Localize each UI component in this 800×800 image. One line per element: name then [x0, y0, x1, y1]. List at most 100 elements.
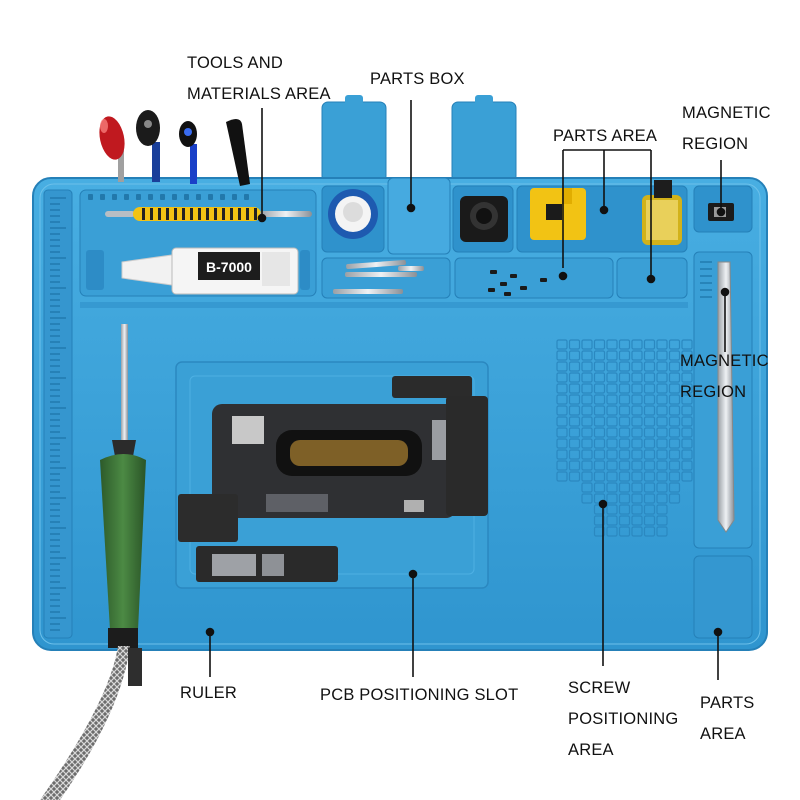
screw-cell — [568, 438, 581, 449]
screw-cell — [568, 383, 581, 394]
screw-cell — [606, 482, 618, 493]
screw-cell — [618, 504, 631, 515]
screw-cell — [631, 460, 643, 471]
screw-cell — [668, 350, 681, 361]
screw — [500, 282, 507, 286]
screw-cell — [568, 416, 581, 427]
screw-cell — [593, 372, 606, 383]
screw-cell — [643, 405, 656, 416]
screw-cell — [556, 405, 568, 416]
screw-cell — [593, 449, 606, 460]
screw-cell — [681, 471, 693, 482]
screw-cell — [556, 361, 568, 372]
tool-hole — [172, 194, 177, 200]
screw-cell — [593, 361, 606, 372]
tool-hole — [136, 194, 141, 200]
screw-cell — [668, 383, 681, 394]
screw-cell — [593, 482, 606, 493]
screw-cell — [581, 460, 593, 471]
screw-cell — [681, 361, 693, 372]
screw-cell — [631, 405, 643, 416]
screw-cell — [668, 471, 681, 482]
screw-cell — [631, 493, 643, 504]
screw-cell — [618, 383, 631, 394]
screw-cell — [631, 372, 643, 383]
screw-cell — [606, 372, 618, 383]
parts-box-flaps — [321, 95, 517, 183]
screw-cell — [681, 427, 693, 438]
spudger-stripe — [174, 208, 177, 220]
spudger-stripe — [246, 208, 249, 220]
small-screws — [488, 270, 547, 296]
label-line: PARTS AREA — [553, 127, 658, 145]
screw-cell — [568, 405, 581, 416]
screw-cell — [631, 449, 643, 460]
spudger-stripe — [206, 208, 209, 220]
screw-cell — [681, 416, 693, 427]
screw-cell — [656, 460, 668, 471]
screw-cell — [656, 449, 668, 460]
screw-cell — [606, 361, 618, 372]
screw-cell — [631, 339, 643, 350]
tool-hole — [112, 194, 117, 200]
spudger-stripe — [214, 208, 217, 220]
label-pcb-positioning-slot: PCB POSITIONING SLOT — [320, 680, 518, 711]
label-line: REGION — [682, 135, 749, 153]
tool-hole — [88, 194, 93, 200]
screw-cell — [593, 427, 606, 438]
screw-cell — [643, 515, 656, 526]
tool-hole — [220, 194, 225, 200]
screw-cell — [581, 449, 593, 460]
screw-cell — [643, 460, 656, 471]
ruler-strip — [43, 189, 73, 639]
screw-cell — [581, 416, 593, 427]
screw-grid — [556, 339, 693, 537]
screw-cell — [568, 339, 581, 350]
spudger-stripe — [166, 208, 169, 220]
screw-cell — [656, 493, 668, 504]
label-line: PCB POSITIONING SLOT — [320, 686, 519, 704]
screw-cell — [668, 372, 681, 383]
spudger-stripe — [198, 208, 201, 220]
screw-cell — [656, 405, 668, 416]
screw-cell — [643, 471, 656, 482]
label-screw-positioning-area: SCREW POSITIONING AREA — [568, 673, 678, 766]
screw-cell — [581, 427, 593, 438]
screw-cell — [681, 449, 693, 460]
screw-cell — [556, 427, 568, 438]
screw-cell — [681, 350, 693, 361]
screw-cell — [643, 361, 656, 372]
screw-cell — [618, 416, 631, 427]
screw-cell — [618, 372, 631, 383]
screw-cell — [568, 471, 581, 482]
leader-lines — [205, 100, 730, 680]
screw-cell — [668, 361, 681, 372]
screw-cell — [618, 427, 631, 438]
screw-cell — [556, 438, 568, 449]
screw-cell — [668, 405, 681, 416]
screw-cell — [606, 493, 618, 504]
label-line: PARTS BOX — [370, 70, 465, 88]
screw-cell — [593, 471, 606, 482]
yellow-magnetizer — [530, 188, 586, 240]
spudger-stripe — [222, 208, 225, 220]
screw-cell — [681, 383, 693, 394]
screw-cell — [606, 438, 618, 449]
screw-cell — [681, 394, 693, 405]
label-line: SCREW — [568, 679, 631, 697]
screw-cell — [593, 383, 606, 394]
screw-cell — [631, 383, 643, 394]
screw-cell — [668, 493, 681, 504]
screw-cell — [643, 372, 656, 383]
screw-cell — [668, 416, 681, 427]
screw-cell — [556, 449, 568, 460]
screw-cell — [656, 350, 668, 361]
screw-cell — [681, 405, 693, 416]
screw-cell — [656, 383, 668, 394]
screw-cell — [581, 372, 593, 383]
screw-cell — [631, 427, 643, 438]
screw-cell — [556, 339, 568, 350]
screw-cell — [593, 405, 606, 416]
screw-cell — [643, 438, 656, 449]
screw-cell — [606, 460, 618, 471]
